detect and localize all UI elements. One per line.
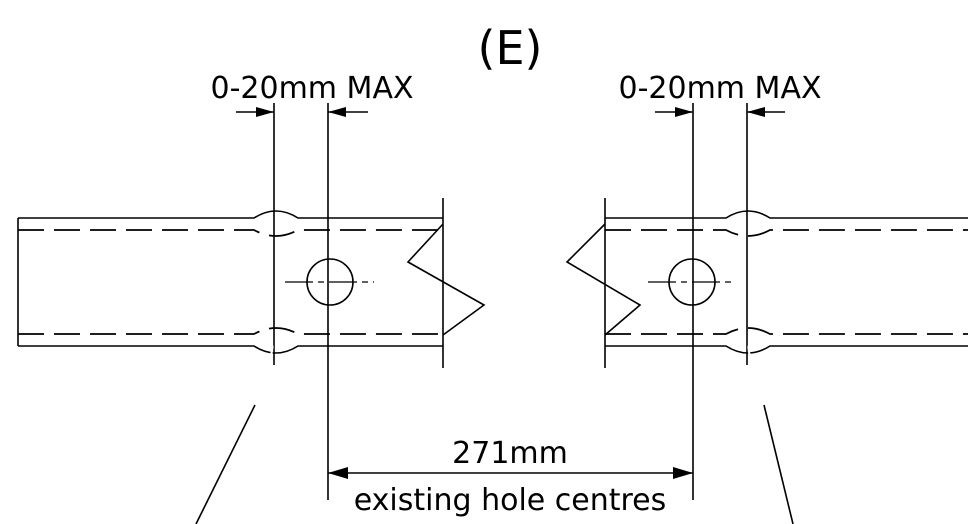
- right-tolerance-label: 0-20mm MAX: [618, 71, 821, 106]
- right-cut-marker-arrow: [747, 345, 794, 524]
- right-rail: [565, 198, 968, 368]
- spacing-note-label: existing hole centres: [354, 483, 667, 518]
- left-hole: [285, 258, 374, 306]
- left-tolerance-label: 0-20mm MAX: [210, 71, 413, 106]
- right-tolerance-dimension: [655, 103, 785, 500]
- spacing-dimension-label: 271mm: [452, 436, 568, 471]
- hole-spacing-dimension: [328, 467, 693, 479]
- view-label: (E): [478, 21, 543, 75]
- right-hole: [648, 258, 736, 306]
- left-rail: [17, 198, 486, 368]
- left-cut-marker-arrow: [195, 345, 274, 524]
- left-tolerance-dimension: [236, 103, 368, 500]
